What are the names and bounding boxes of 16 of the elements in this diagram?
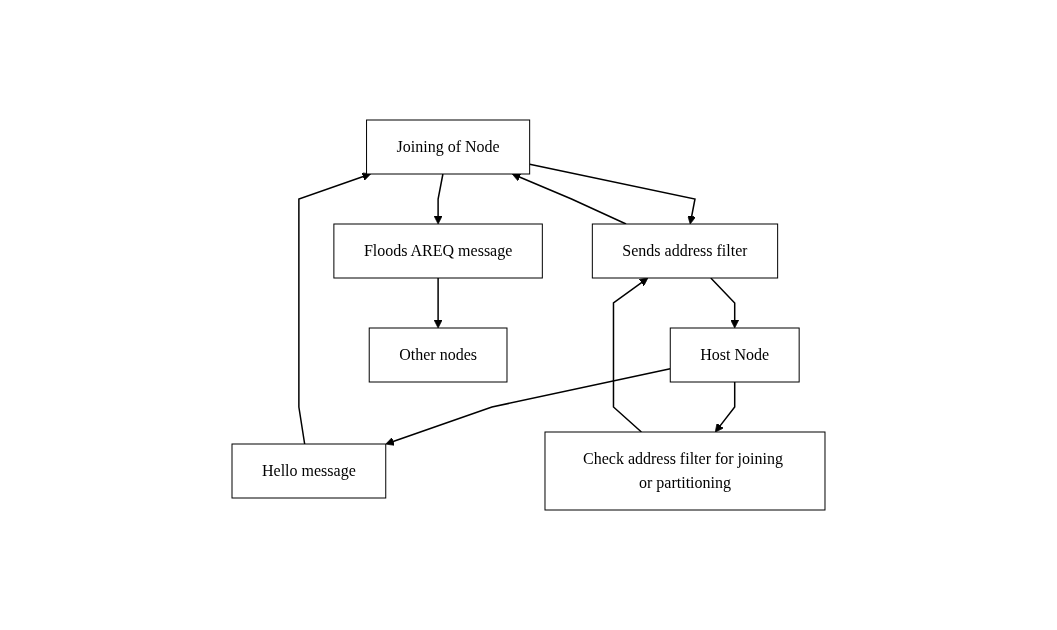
arrow (714, 381, 736, 433)
node-box: Sends address filter (591, 223, 779, 279)
arrow (511, 173, 627, 225)
node-box: Joining of Node (366, 119, 531, 175)
node-box: Check address filter for joining or partitioning (544, 431, 826, 511)
node-box: Hello message (231, 443, 387, 499)
node-box: Other nodes (368, 327, 508, 383)
arrow (433, 277, 443, 329)
node-box: Host Node (669, 327, 800, 383)
arrow (710, 277, 740, 329)
arrow (298, 172, 371, 445)
node-box: Floods AREQ message (333, 223, 543, 279)
arrow (433, 173, 444, 225)
arrow (612, 277, 649, 433)
arrow (385, 368, 671, 446)
arrow (528, 163, 696, 225)
